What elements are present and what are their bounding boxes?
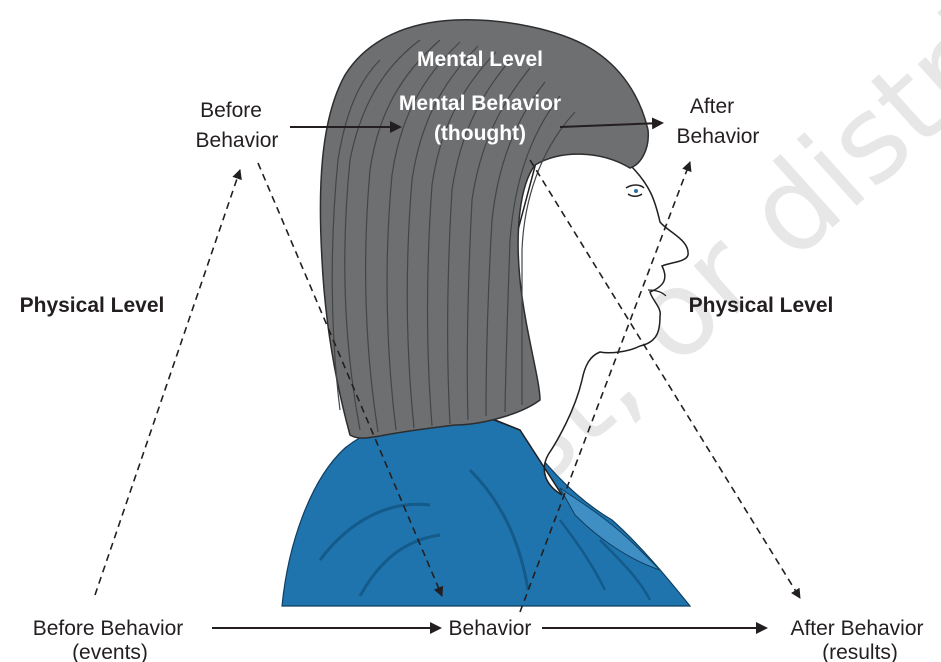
label-after-top-1: After xyxy=(690,95,734,118)
label-after-top-2: Behavior xyxy=(677,125,760,148)
label-after-bottom-2: (results) xyxy=(822,641,898,662)
label-mental-behavior-thought: (thought) xyxy=(434,122,526,145)
label-before-top-1: Before xyxy=(200,99,262,122)
label-before-bottom-1: Before Behavior xyxy=(33,617,184,640)
label-mental-level: Mental Level xyxy=(417,48,543,71)
label-physical-level-left: Physical Level xyxy=(20,294,165,317)
label-behavior: Behavior xyxy=(449,617,532,640)
label-after-bottom-1: After Behavior xyxy=(790,617,923,640)
label-before-top-2: Behavior xyxy=(196,129,279,152)
label-before-bottom-2: (events) xyxy=(72,641,148,662)
label-physical-level-right: Physical Level xyxy=(689,294,834,317)
label-mental-behavior: Mental Behavior xyxy=(399,92,561,115)
dashed-arrow-events-up xyxy=(95,170,240,595)
